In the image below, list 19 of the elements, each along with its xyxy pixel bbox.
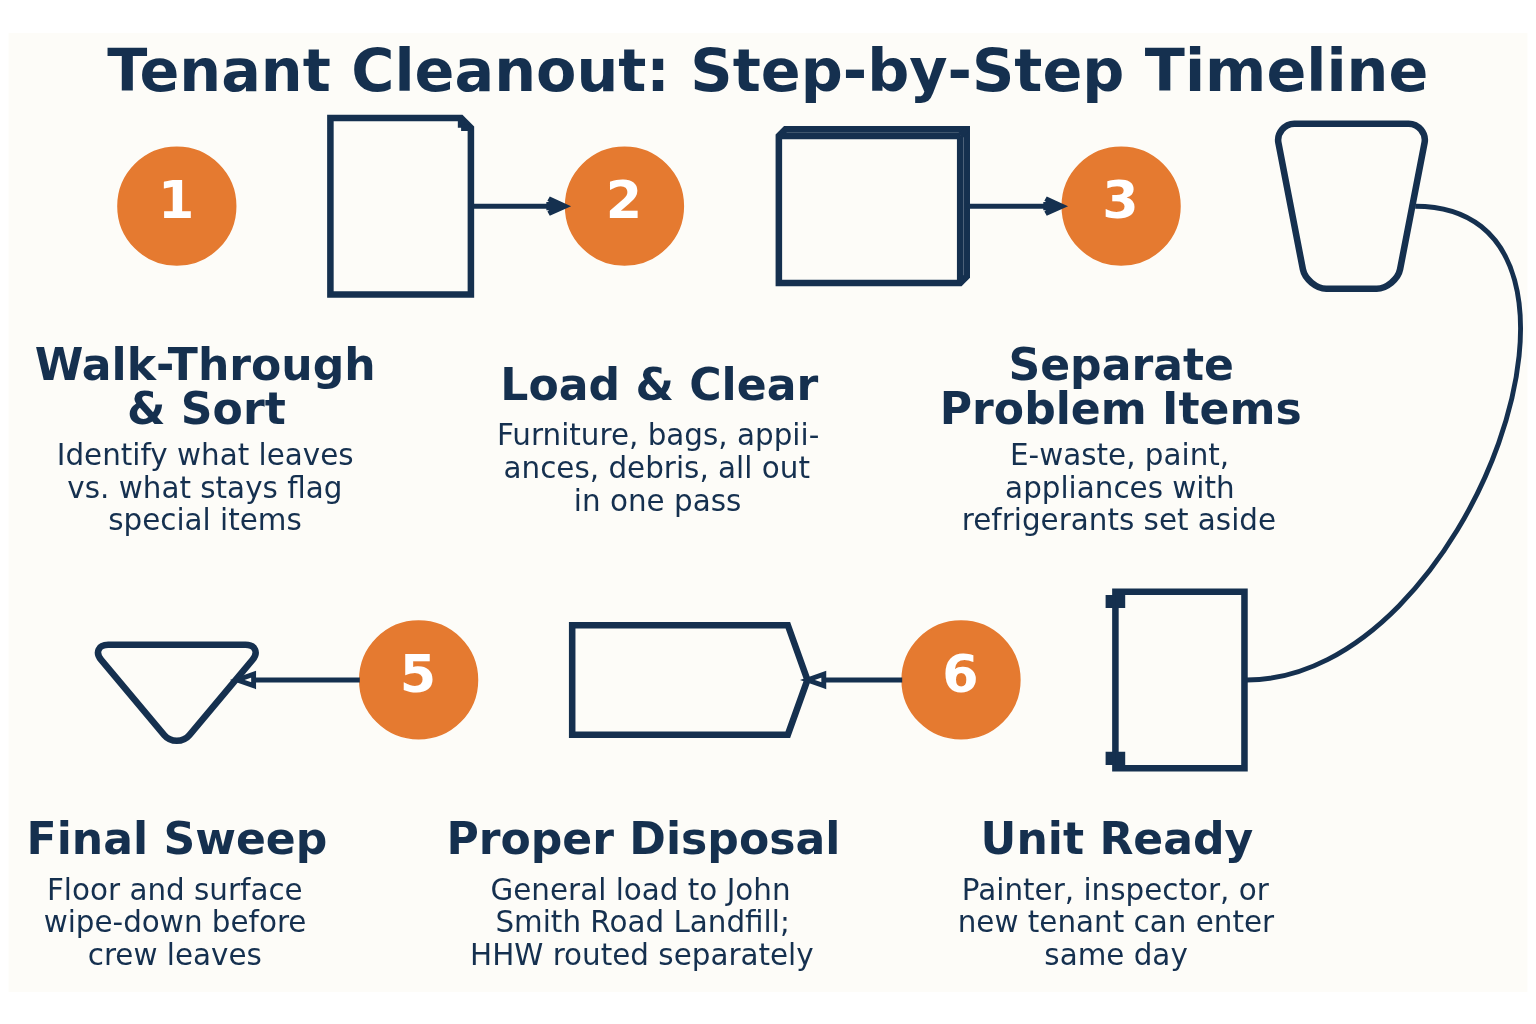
node-circle: 1 bbox=[117, 146, 237, 266]
node-picture bbox=[1274, 119, 1429, 292]
connector bbox=[1246, 203, 1523, 682]
node-picture bbox=[1105, 587, 1248, 771]
arrow bbox=[229, 670, 360, 689]
node-circle: 5 bbox=[359, 619, 479, 740]
node-picture bbox=[568, 621, 811, 738]
node-text: Walk-Through & Sort Identify what leaves vs. what stays flag special items bbox=[34, 338, 376, 537]
node-text: Separate Problem Items E-waste, paint, appliances with refrigerants set aside bbox=[939, 338, 1302, 537]
node-text: Proper Disposal General load to John Smith Road Landfill; HHW routed separately bbox=[446, 812, 841, 972]
arrow bbox=[471, 195, 568, 216]
node-circle: 3 bbox=[1061, 146, 1181, 266]
node-text: Load & Clear Furniture, bags, appii- ances, debris, all out in one pass bbox=[497, 358, 820, 518]
node-circle: 2 bbox=[564, 146, 685, 266]
node-circle: 6 bbox=[901, 619, 1021, 740]
diagram-title: Tenant Cleanout: Step-by-Step Timeline bbox=[107, 35, 1429, 105]
arrow bbox=[800, 670, 903, 689]
node-text: Final Sweep Floor and surface wipe-down before crew leaves bbox=[26, 812, 328, 972]
node-text: Unit Ready Painter, inspector, or new tenant can enter same day bbox=[957, 812, 1275, 972]
